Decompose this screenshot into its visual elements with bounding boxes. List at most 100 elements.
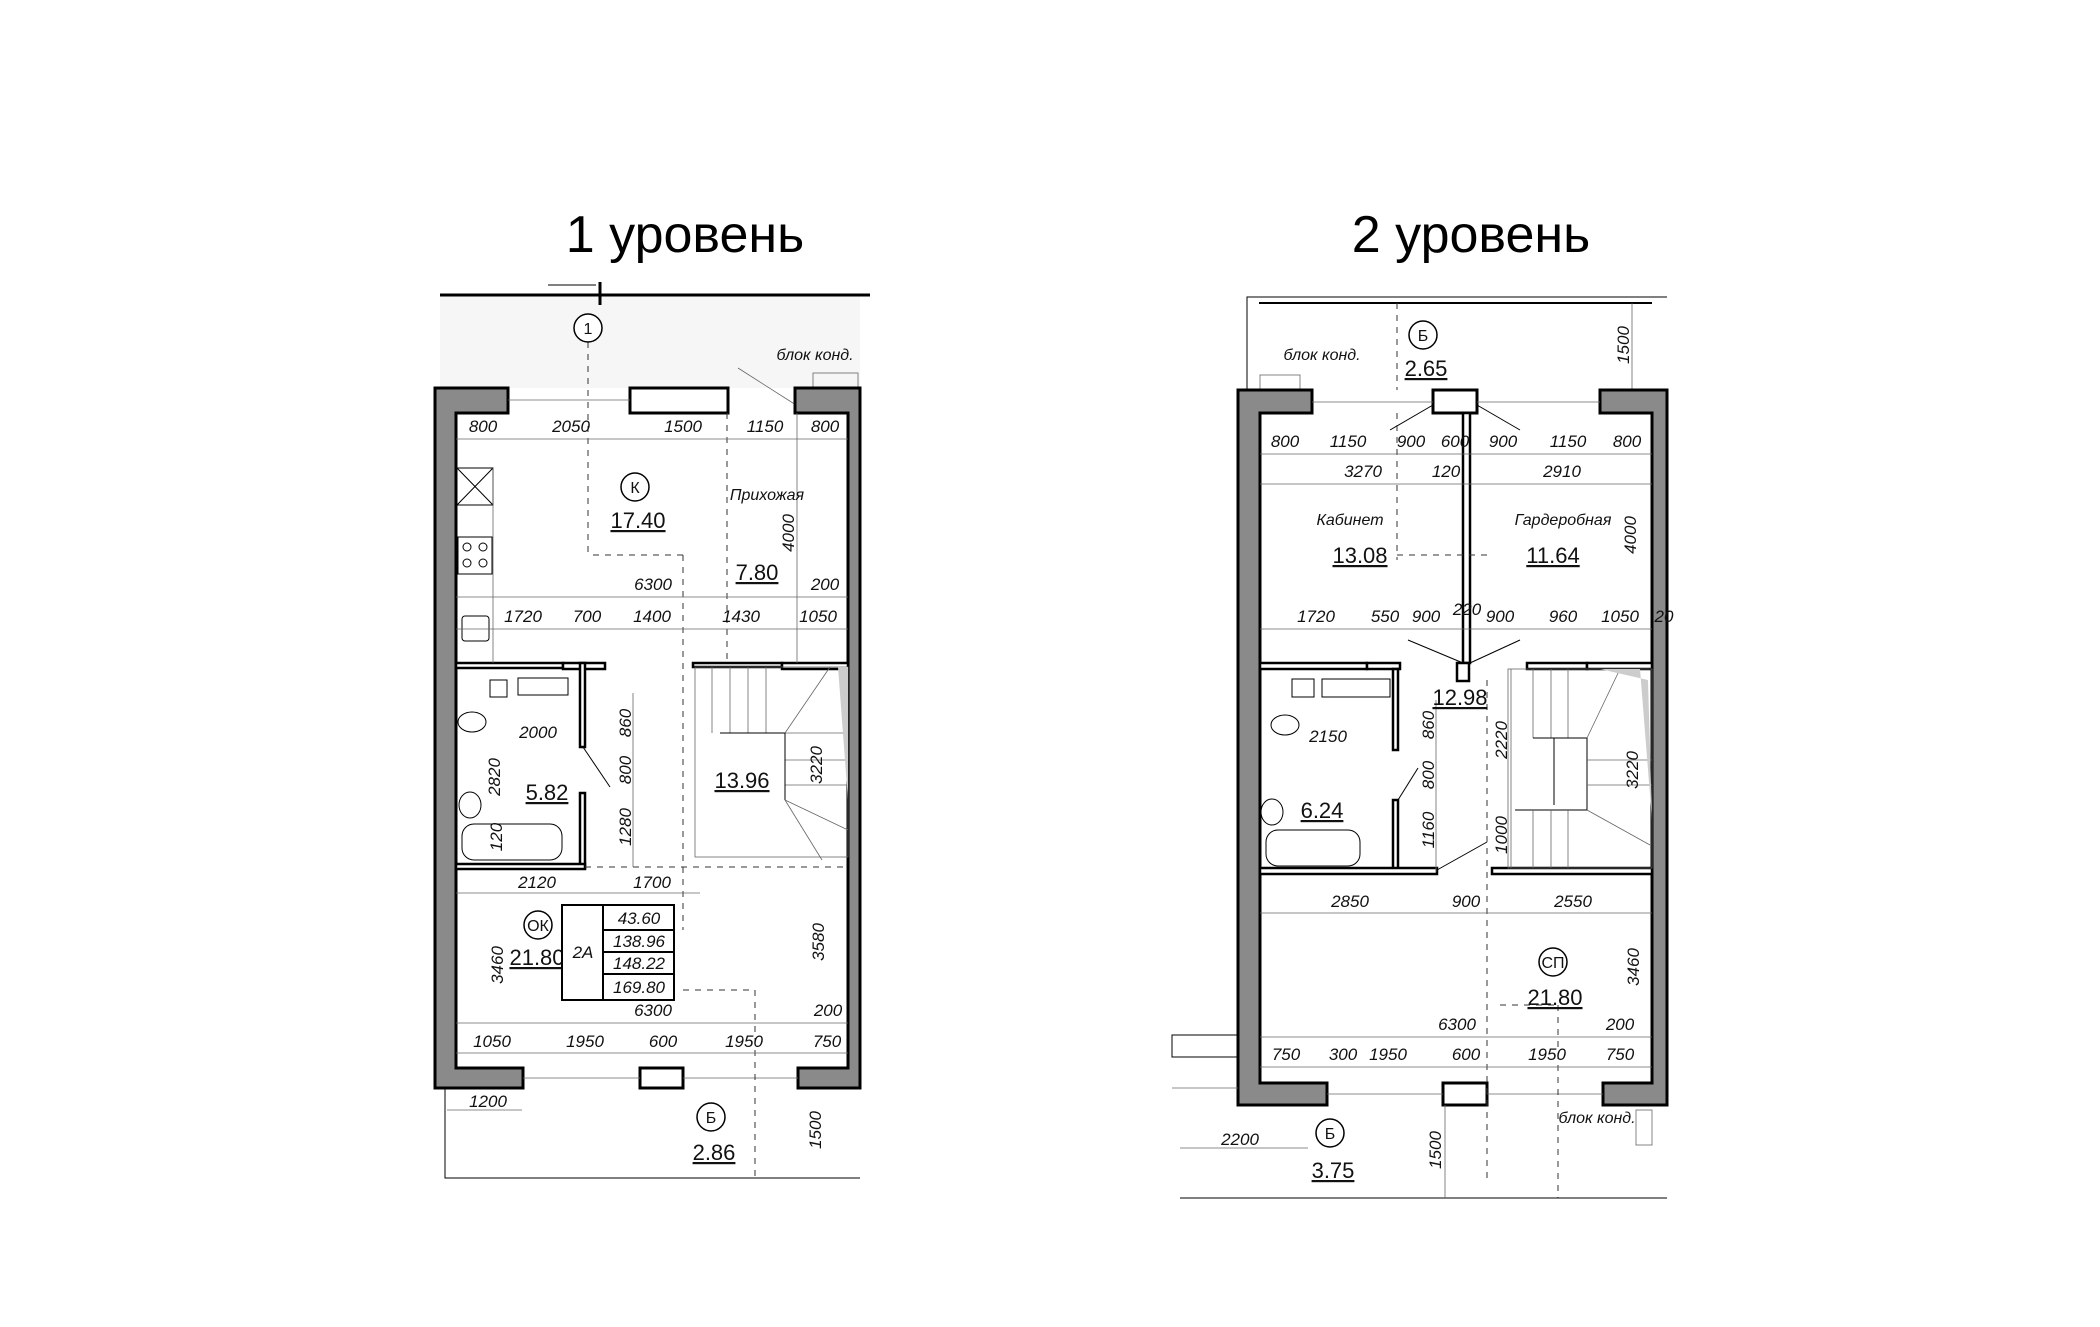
dim-label: 750 (1606, 1045, 1635, 1064)
wall-pier-top (1431, 388, 1479, 415)
dim-label: 900 (1412, 607, 1441, 626)
dim-label: 1950 (725, 1032, 763, 1051)
bathroom-door (1397, 767, 1419, 801)
balcony-top-outline (1246, 296, 1667, 390)
dim-label: 1720 (1297, 607, 1335, 626)
bathtub (1265, 829, 1361, 867)
hall-area: 7.80 (736, 560, 779, 585)
summary-value: 138.96 (613, 932, 666, 951)
balcony-top-marker (1408, 320, 1438, 350)
dim-label: 3460 (488, 946, 507, 984)
dim-label: 2200 (1220, 1130, 1259, 1149)
dim-label: 1050 (473, 1032, 511, 1051)
bathtub (461, 823, 563, 861)
bathroom-wall (1391, 667, 1400, 752)
balcony-area: 2.86 (693, 1140, 736, 1165)
dim-label: 800 (469, 417, 498, 436)
dim-label: 1280 (616, 808, 635, 846)
dim-label: 2000 (518, 723, 557, 742)
dim-label: 1500 (806, 1111, 825, 1149)
washbasin (1260, 798, 1284, 826)
toilet (1270, 714, 1300, 736)
dim-label: 600 (649, 1032, 678, 1051)
washing-machine (1291, 678, 1315, 698)
balcony-code: Б (706, 1110, 717, 1127)
dim-label: 1500 (1614, 326, 1633, 364)
dim-label: 1720 (504, 607, 542, 626)
bedroom-area: 21.80 (1527, 985, 1582, 1010)
dim-label: 1050 (799, 607, 837, 626)
balcony-bottom-marker (1315, 1118, 1345, 1148)
dim-label: 960 (1549, 607, 1578, 626)
balcony-marker (696, 1102, 726, 1132)
level-2-plan: Б 2.65 блок конд. 1500 (1171, 296, 1674, 1199)
axis-marker (573, 313, 603, 343)
kitchen-area: 17.40 (610, 508, 665, 533)
dim-label: 860 (616, 708, 635, 737)
apartment-type: 2А (572, 943, 594, 962)
dim-label: 1150 (1330, 432, 1367, 451)
outer-wall-right (793, 386, 862, 1090)
bathroom-door (582, 746, 611, 788)
stove (457, 536, 493, 575)
terrace-top (440, 296, 860, 388)
door-study (1407, 639, 1464, 664)
dim-label: 2050 (551, 417, 590, 436)
outer-wall-left (433, 386, 525, 1090)
kitchen-code: К (630, 480, 640, 497)
wall-pier-bottom (638, 1066, 685, 1090)
wall-pier-bottom (1441, 1081, 1489, 1107)
dim-label: 2910 (1542, 462, 1581, 481)
door-wardrobe (1469, 639, 1521, 664)
study-name: Кабинет (1316, 512, 1383, 529)
balcony-bottom-code: Б (1325, 1126, 1336, 1143)
kitchen-marker (620, 472, 650, 502)
dim-label: 550 (1371, 607, 1400, 626)
dim-label: 200 (813, 1001, 843, 1020)
dim-label: 2850 (1330, 892, 1369, 911)
dim-label: 860 (1419, 710, 1438, 739)
level-1-title: 1 уровень (565, 206, 805, 264)
toilet (457, 711, 487, 733)
dim-label: 120 (1432, 462, 1461, 481)
washing-machine (489, 679, 508, 698)
dim-label: 2820 (485, 758, 504, 797)
bathroom-wall (578, 661, 587, 749)
dim-label: 1050 (1601, 607, 1639, 626)
dim-label: 6300 (1438, 1015, 1476, 1034)
living-area: 21.80 (509, 945, 564, 970)
axis-label: 1 (584, 321, 593, 338)
dim-label: 1150 (747, 417, 784, 436)
dim-label: 120 (487, 822, 506, 851)
ac-unit-label: блок конд. (776, 347, 853, 364)
bedroom-door (1436, 841, 1488, 871)
stairs-area: 13.96 (714, 768, 769, 793)
dim-label: 800 (616, 755, 635, 784)
dim-label: 900 (1489, 432, 1518, 451)
dim-label: 800 (1613, 432, 1642, 451)
balcony-bottom-area: 3.75 (1312, 1158, 1355, 1183)
study-area: 13.08 (1332, 543, 1387, 568)
dim-label: 600 (1452, 1045, 1481, 1064)
bathroom-area: 5.82 (526, 780, 569, 805)
dim-label: 800 (1271, 432, 1300, 451)
dim-label: 220 (1452, 600, 1482, 619)
bedroom-marker (1538, 947, 1568, 977)
summary-value: 43.60 (618, 909, 661, 928)
dim-label: 2120 (517, 873, 556, 892)
door-wardrobe-balcony (1476, 404, 1521, 431)
hall-name: Прихожая (730, 487, 805, 504)
dim-label: 1200 (469, 1092, 507, 1111)
bathroom-cabinet (1321, 678, 1391, 698)
dim-label: 2150 (1308, 727, 1347, 746)
balcony-top-code: Б (1418, 328, 1429, 345)
dim-label: 6300 (634, 575, 672, 594)
hall-area: 12.98 (1432, 685, 1487, 710)
door-study-balcony (1389, 404, 1434, 431)
dim-label: 20 (1654, 607, 1674, 626)
dim-label: 200 (1605, 1015, 1635, 1034)
summary-value: 148.22 (613, 954, 666, 973)
dim-label: 300 (1329, 1045, 1358, 1064)
staircase (1507, 668, 1653, 869)
